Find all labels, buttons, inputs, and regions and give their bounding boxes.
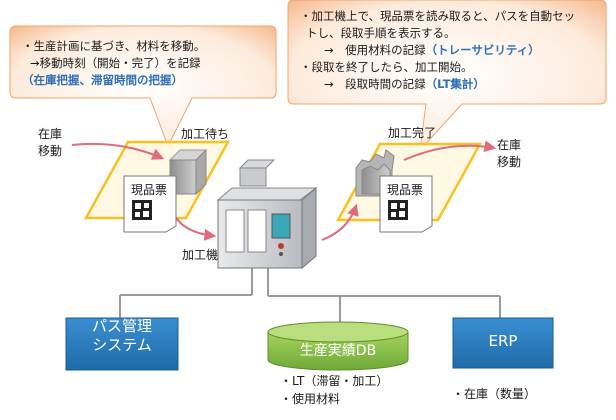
ticket-out-label: 現品票: [387, 183, 424, 197]
db-item: ・LT（滞留・加工）: [280, 374, 389, 388]
erp-items: ・在庫（数量）: [452, 385, 536, 403]
db-items: ・LT（滞留・加工） ・使用材料: [280, 372, 388, 408]
callout-right-line3-accent: （トレーサビリティ）: [425, 43, 540, 57]
callout-right-line5-accent: （LT集計）: [425, 77, 485, 91]
db-label: 生産実績DB: [299, 343, 377, 359]
done-label: 加工完了: [388, 126, 437, 140]
db-item: ・使用材料: [280, 392, 341, 406]
callout-right-line3-prefix: → 使用材料の記録: [324, 43, 426, 57]
callout-left: [9, 25, 277, 148]
machine: [216, 159, 318, 270]
callout-left-line1: ・生産計画に基づき、材料を移動。: [22, 39, 206, 53]
erp-box: [452, 317, 554, 369]
machine-label: 加工機: [182, 248, 219, 262]
pass-system-box: [65, 317, 179, 371]
callout-left-text: ・生産計画に基づき、材料を移動。 →移動時刻（開始・完了）を記録 （在庫把握、滞…: [22, 38, 205, 89]
callout-right-line5-prefix: → 段取時間の記録: [324, 77, 426, 91]
system-connectors: [119, 268, 501, 322]
callout-right-line2: トし、段取手順を表示する。: [306, 26, 456, 40]
callout-right-text: ・加工機上で、現品票を読み取ると、パスを自動セッ トし、段取手順を表示する。 →…: [300, 8, 575, 93]
ticket-out: [379, 175, 433, 233]
ticket-in: [123, 175, 177, 233]
erp-label: ERP: [488, 332, 518, 350]
callout-right: [287, 0, 607, 152]
stock-move-out-label: 在庫 移動: [497, 138, 522, 169]
callout-right-line1: ・加工機上で、現品票を読み取ると、パスを自動セッ: [300, 9, 576, 23]
callout-left-line2: →移動時刻（開始・完了）を記録: [30, 56, 201, 70]
ticket-in-label: 現品票: [131, 183, 168, 197]
db-cylinder: [267, 321, 409, 371]
callout-left-line3: （在庫把握、滞留時間の把握）: [22, 73, 183, 87]
erp-item: ・在庫（数量）: [452, 387, 537, 401]
stock-move-in-label: 在庫 移動: [38, 127, 63, 158]
waiting-label: 加工待ち: [181, 127, 230, 141]
callout-right-line4: ・段取を終了したら、加工開始。: [300, 60, 473, 74]
pass-system-label: パス管理 システム: [91, 317, 152, 354]
